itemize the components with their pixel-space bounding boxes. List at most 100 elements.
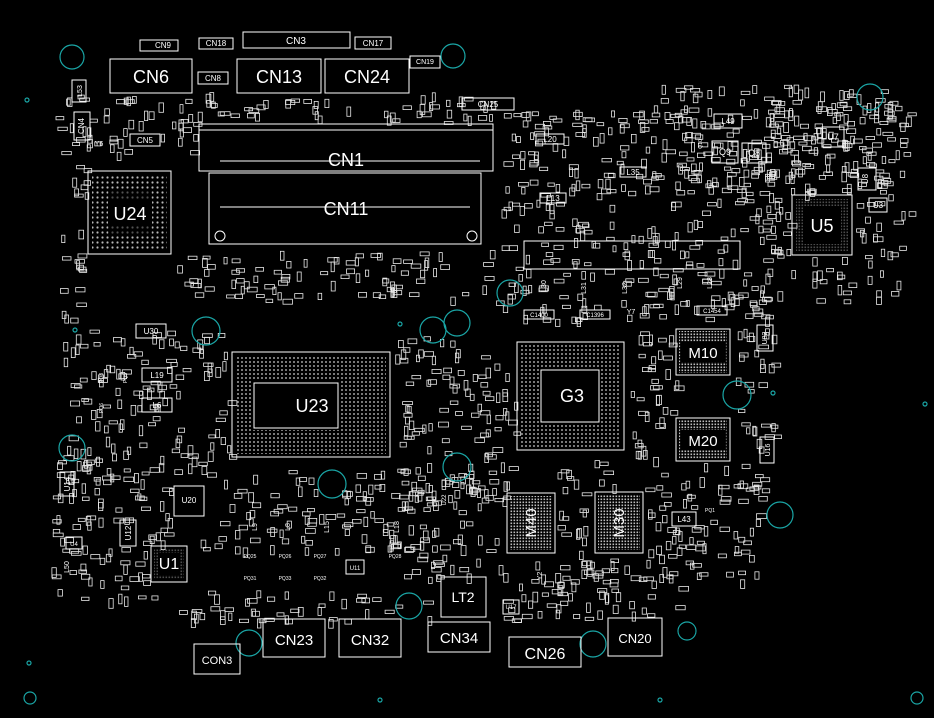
passive-component — [277, 292, 282, 301]
passive-component — [214, 543, 223, 550]
passive-component — [89, 118, 98, 123]
passive-component — [685, 251, 690, 259]
passive-component — [762, 219, 774, 225]
cn8-label: CN8 — [205, 74, 222, 83]
passive-component — [645, 185, 651, 195]
passive-component — [441, 479, 446, 487]
passive-component — [593, 573, 599, 582]
passive-component — [117, 138, 124, 149]
passive-component — [399, 357, 409, 364]
passive-component — [285, 618, 293, 625]
passive-component — [193, 134, 199, 142]
passive-component — [508, 245, 518, 251]
passive-component — [719, 268, 725, 279]
passive-component — [460, 545, 467, 556]
passive-component — [707, 90, 713, 99]
passive-component — [563, 272, 571, 277]
passive-component — [561, 532, 572, 537]
passive-component — [76, 302, 87, 307]
passive-component — [559, 510, 564, 521]
passive-component — [848, 282, 858, 288]
passive-component — [334, 548, 340, 556]
passive-component — [407, 338, 418, 345]
passive-component — [647, 291, 658, 298]
passive-component — [550, 258, 561, 263]
passive-component — [478, 535, 483, 546]
u14-chip — [59, 471, 75, 497]
passive-component — [812, 257, 818, 267]
mounting-hole — [440, 43, 466, 69]
passive-component — [628, 190, 637, 197]
passive-component — [697, 221, 703, 228]
passive-component — [691, 505, 699, 510]
passive-component — [685, 480, 691, 489]
passive-component — [120, 560, 131, 566]
passive-component — [738, 498, 749, 504]
passive-component — [128, 119, 135, 130]
passive-component — [427, 446, 432, 455]
passive-component — [425, 482, 430, 494]
passive-component — [699, 572, 709, 577]
passive-component — [398, 494, 410, 500]
pq5-label: PQ5 — [123, 373, 129, 383]
passive-component — [305, 528, 316, 534]
passive-component — [674, 122, 680, 131]
passive-component — [325, 514, 337, 520]
l43-inductor — [671, 511, 697, 527]
passive-component — [188, 453, 199, 459]
passive-component — [411, 375, 422, 380]
passive-component — [209, 92, 215, 102]
passive-component — [277, 504, 288, 510]
passive-component — [265, 298, 274, 304]
passive-component — [812, 271, 818, 282]
pq-row — [523, 240, 741, 270]
passive-component — [81, 398, 89, 402]
cn3-connector — [242, 31, 351, 49]
passive-component — [538, 287, 548, 293]
passive-component — [158, 102, 164, 113]
passive-component — [179, 128, 184, 138]
passive-component — [52, 519, 62, 524]
passive-component — [273, 508, 284, 514]
passive-component — [66, 98, 71, 106]
passive-component — [420, 269, 426, 279]
passive-component — [697, 152, 706, 158]
passive-component — [63, 357, 69, 368]
passive-component — [458, 510, 467, 516]
passive-component — [174, 341, 180, 349]
passive-component — [627, 260, 632, 271]
passive-component — [455, 349, 461, 359]
passive-component — [115, 507, 123, 513]
mounting-hole — [722, 380, 752, 410]
passive-component — [820, 91, 825, 103]
passive-component — [703, 151, 714, 156]
passive-component — [752, 425, 757, 436]
passive-component — [279, 529, 284, 538]
passive-component — [77, 253, 88, 259]
passive-component — [884, 104, 893, 109]
passive-component — [879, 172, 890, 179]
passive-component — [597, 588, 608, 593]
passive-component — [190, 283, 202, 288]
passive-component — [78, 569, 88, 574]
passive-component — [549, 203, 555, 215]
passive-component — [760, 285, 765, 294]
passive-component — [718, 484, 730, 490]
passive-component — [624, 250, 630, 261]
cn25-connector — [461, 97, 515, 111]
passive-component — [191, 456, 198, 468]
passive-component — [700, 121, 707, 129]
passive-component — [294, 293, 304, 299]
passive-component — [56, 472, 66, 479]
passive-component — [467, 115, 472, 126]
passive-component — [687, 190, 695, 195]
l49-label: L49 — [721, 117, 735, 126]
passive-component — [151, 595, 159, 601]
passive-component — [193, 613, 199, 624]
passive-component — [596, 193, 603, 201]
passive-component — [743, 540, 752, 546]
passive-component — [415, 467, 421, 475]
passive-component — [764, 96, 775, 101]
passive-component — [584, 616, 595, 621]
passive-component — [826, 268, 834, 273]
